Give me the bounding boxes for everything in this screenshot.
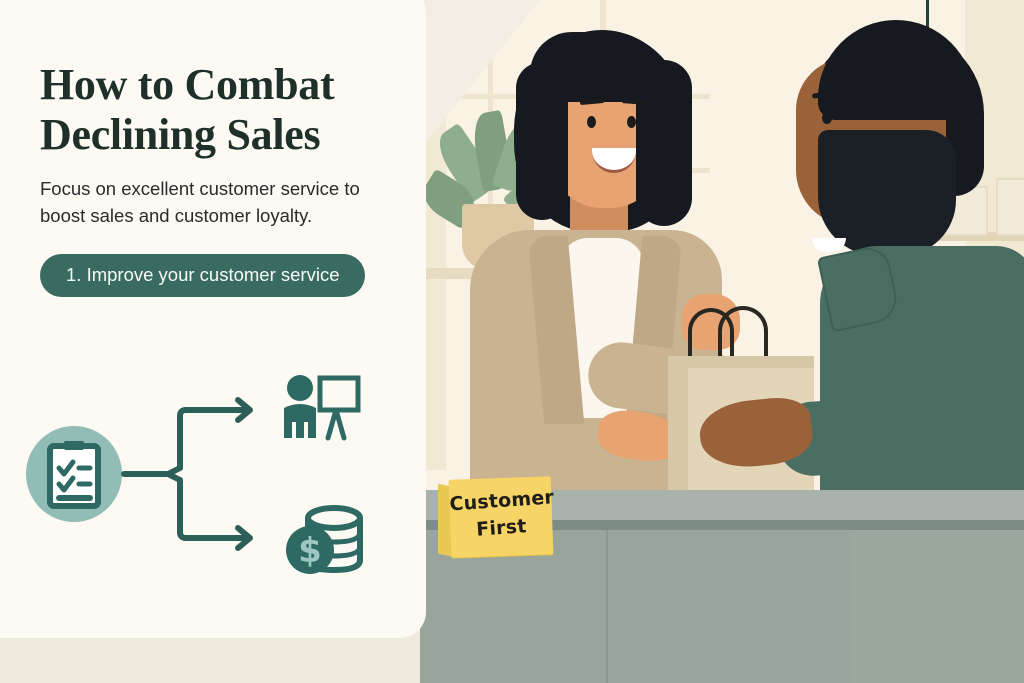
content-card: How to Combat Declining Sales Focus on e… bbox=[0, 0, 426, 638]
customer-beard bbox=[818, 130, 956, 256]
sign-text-line2: First bbox=[475, 515, 528, 541]
card-content: How to Combat Declining Sales Focus on e… bbox=[40, 60, 398, 297]
clerk-hair-side bbox=[516, 62, 568, 220]
title-line-1: How to Combat bbox=[40, 60, 335, 109]
checklist-clipboard-icon bbox=[47, 441, 101, 509]
step-badge[interactable]: 1. Improve your customer service bbox=[40, 253, 366, 297]
clerk-eye-left bbox=[587, 116, 596, 128]
sign-front-panel: Customer First bbox=[448, 476, 555, 558]
clerk-eye-right bbox=[627, 116, 636, 128]
customer-first-sign: Customer First bbox=[436, 476, 555, 560]
wall-shelf-upper bbox=[920, 232, 1024, 241]
branching-arrow-connector bbox=[121, 407, 249, 541]
arrowhead-bottom bbox=[235, 525, 253, 551]
page-title: How to Combat Declining Sales bbox=[40, 60, 398, 160]
title-line-2: Declining Sales bbox=[40, 110, 321, 160]
money-coins-icon: $ bbox=[286, 505, 363, 574]
training-presentation-icon bbox=[284, 375, 361, 441]
counter-edge bbox=[420, 520, 1024, 532]
svg-text:$: $ bbox=[298, 531, 322, 571]
floor bbox=[850, 530, 1024, 683]
shop-illustration: Customer First bbox=[420, 0, 1024, 683]
bag-handle-right bbox=[718, 306, 768, 368]
customer-eye bbox=[822, 112, 832, 124]
bag-top-fold bbox=[668, 356, 814, 368]
subtitle: Focus on excellent customer service to b… bbox=[40, 178, 360, 227]
shelf-box-2 bbox=[996, 178, 1024, 236]
customer-smile bbox=[812, 238, 846, 252]
sign-text-line1: Customer bbox=[448, 486, 555, 516]
process-diagram: $ bbox=[0, 354, 380, 594]
arrowhead-top bbox=[235, 397, 253, 423]
diagram-vectors: $ bbox=[47, 375, 363, 574]
counter-panel-seam bbox=[606, 530, 608, 683]
clerk-hair-side-right bbox=[636, 60, 692, 226]
